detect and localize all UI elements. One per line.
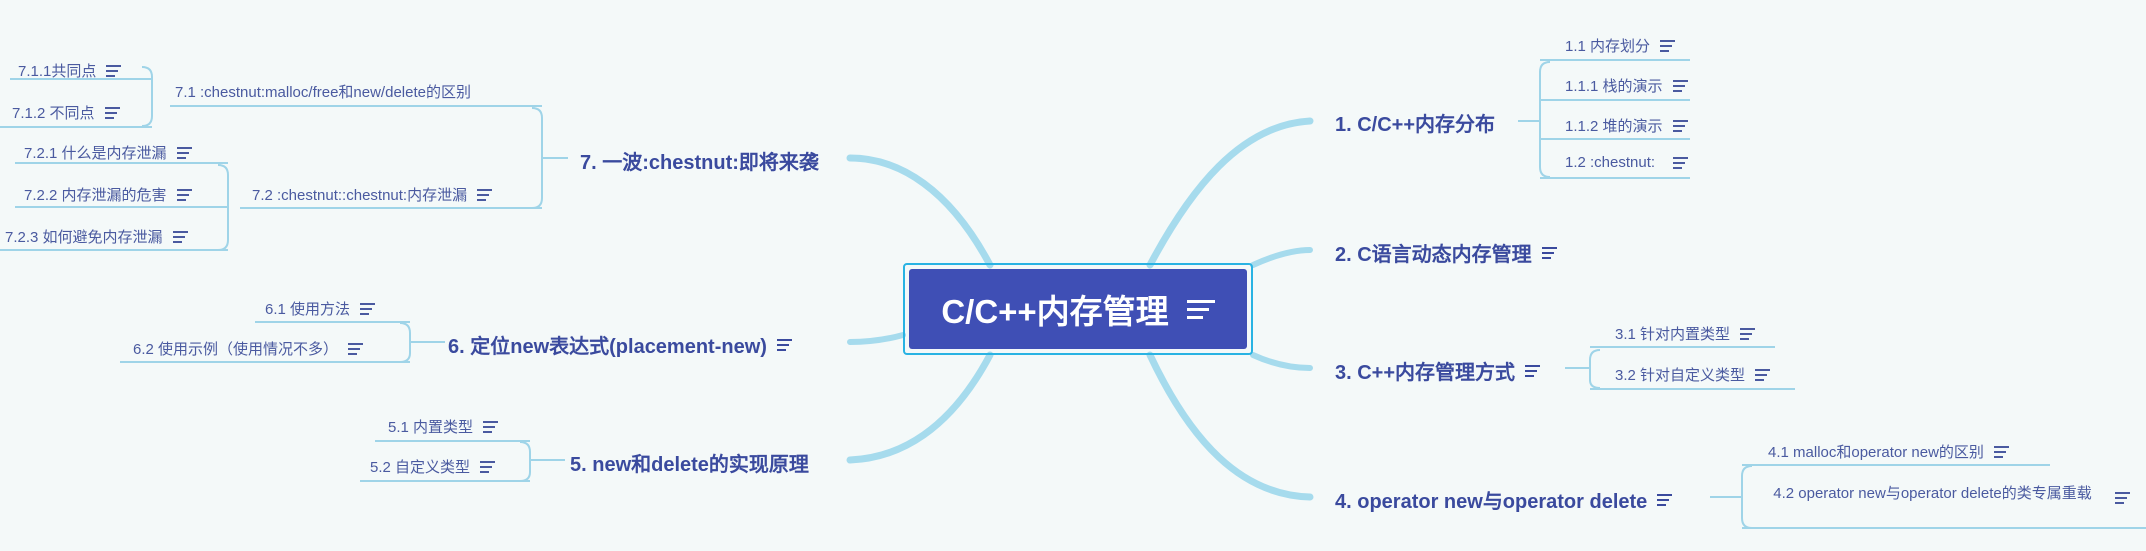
- notes-icon[interactable]: [1673, 156, 1689, 169]
- branch-6-child-2-label: 6.2 使用示例（使用情况不多）: [133, 341, 339, 358]
- branch-7-topic[interactable]: 7. 一波:chestnut:即将来袭: [580, 146, 819, 175]
- branch-7-1-child-1[interactable]: 7.1.1共同点: [18, 60, 122, 81]
- branch-7-2-child-3[interactable]: 7.2.3 如何避免内存泄漏: [5, 226, 188, 247]
- bracket-b6: [399, 322, 411, 363]
- central-topic-label: C/C++内存管理: [941, 293, 1169, 330]
- branch-3-label: 3. C++内存管理方式: [1335, 362, 1516, 384]
- link-b6: [847, 332, 906, 345]
- link-b5: [846, 351, 994, 464]
- branch-1-child-1[interactable]: 1.1 内存划分: [1565, 35, 1676, 56]
- link-b3: [1250, 352, 1313, 371]
- branch-1-child-2-label: 1.1.1 栈的演示: [1565, 78, 1663, 95]
- notes-icon[interactable]: [1657, 493, 1673, 506]
- notes-icon[interactable]: [348, 342, 364, 355]
- branch-3-child-1-label: 3.1 针对内置类型: [1615, 326, 1731, 343]
- notes-icon[interactable]: [106, 64, 122, 77]
- link-b7: [846, 154, 994, 269]
- notes-icon[interactable]: [176, 146, 192, 159]
- branch-2-topic[interactable]: 2. C语言动态内存管理: [1335, 238, 1557, 267]
- branch-7-2-child-2[interactable]: 7.2.2 内存泄漏的危害: [24, 184, 192, 205]
- branch-7-child-2[interactable]: 7.2 :chestnut::chestnut:内存泄漏: [252, 184, 493, 205]
- branch-3-topic[interactable]: 3. C++内存管理方式: [1335, 356, 1541, 385]
- branch-7-2-child-2-label: 7.2.2 内存泄漏的危害: [24, 187, 167, 204]
- bracket-b5: [519, 441, 531, 482]
- branch-7-2-child-3-label: 7.2.3 如何避免内存泄漏: [5, 229, 163, 246]
- branch-1-child-4[interactable]: 1.2 :chestnut:: [1565, 154, 1689, 171]
- notes-icon[interactable]: [1525, 364, 1541, 377]
- notes-icon[interactable]: [104, 106, 120, 119]
- branch-7-child-1-label: 7.1 :chestnut:malloc/free和new/delete的区别: [175, 84, 471, 101]
- branch-3-child-2-label: 3.2 针对自定义类型: [1615, 367, 1746, 384]
- notes-icon[interactable]: [1541, 246, 1557, 259]
- branch-5-child-2-label: 5.2 自定义类型: [370, 459, 471, 476]
- notes-icon[interactable]: [477, 188, 493, 201]
- notes-icon[interactable]: [483, 420, 499, 433]
- notes-icon[interactable]: [1672, 79, 1688, 92]
- branch-5-child-1-label: 5.1 内置类型: [388, 419, 474, 436]
- notes-icon[interactable]: [1740, 327, 1756, 340]
- branch-4-child-1-label: 4.1 malloc和operator new的区别: [1768, 444, 1984, 461]
- notes-icon[interactable]: [360, 302, 376, 315]
- bracket-b7-0: [141, 66, 153, 127]
- notes-icon[interactable]: [1993, 445, 2009, 458]
- notes-icon[interactable]: [1186, 299, 1215, 319]
- branch-2-label: 2. C语言动态内存管理: [1335, 244, 1532, 266]
- branch-7-child-2-label: 7.2 :chestnut::chestnut:内存泄漏: [252, 187, 468, 204]
- branch-7-1-child-2-label: 7.1.2 不同点: [12, 105, 95, 122]
- branch-1-label: 1. C/C++内存分布: [1335, 114, 1496, 136]
- branch-4-child-2-label: 4.2 operator new与operator delete的类专属重载: [1773, 485, 2092, 502]
- bracket-b4: [1741, 465, 1753, 529]
- notes-icon[interactable]: [776, 338, 792, 351]
- branch-7-2-child-1[interactable]: 7.2.1 什么是内存泄漏: [24, 142, 192, 163]
- central-topic-box: C/C++内存管理: [909, 269, 1247, 349]
- notes-icon[interactable]: [480, 460, 496, 473]
- notes-icon[interactable]: [1672, 119, 1688, 132]
- notes-icon[interactable]: [1660, 39, 1676, 52]
- notes-icon[interactable]: [172, 230, 188, 243]
- branch-6-child-2[interactable]: 6.2 使用示例（使用情况不多）: [133, 338, 364, 359]
- branch-5-child-2[interactable]: 5.2 自定义类型: [370, 456, 496, 477]
- branch-6-child-1-label: 6.1 使用方法: [265, 301, 351, 318]
- branch-5-label: 5. new和delete的实现原理: [570, 454, 809, 476]
- branch-7-label: 7. 一波:chestnut:即将来袭: [580, 152, 819, 174]
- bracket-b1: [1539, 61, 1551, 178]
- branch-3-child-2[interactable]: 3.2 针对自定义类型: [1615, 364, 1771, 385]
- branch-6-label: 6. 定位new表达式(placement-new): [448, 336, 767, 358]
- branch-7-1-child-2[interactable]: 7.1.2 不同点: [12, 102, 120, 123]
- branch-4-child-1[interactable]: 4.1 malloc和operator new的区别: [1768, 441, 2009, 462]
- notes-icon[interactable]: [2115, 492, 2130, 504]
- branch-6-child-1[interactable]: 6.1 使用方法: [265, 298, 376, 319]
- link-b4: [1146, 351, 1314, 501]
- branch-7-child-1[interactable]: 7.1 :chestnut:malloc/free和new/delete的区别: [175, 81, 471, 102]
- branch-1-topic[interactable]: 1. C/C++内存分布: [1335, 108, 1495, 137]
- branch-5-child-1[interactable]: 5.1 内置类型: [388, 416, 499, 437]
- bracket-b3: [1589, 349, 1601, 389]
- link-b2: [1250, 247, 1313, 268]
- bracket-b7: [531, 107, 543, 209]
- notes-icon[interactable]: [176, 188, 192, 201]
- central-topic[interactable]: C/C++内存管理: [903, 263, 1253, 355]
- branch-4-topic[interactable]: 4. operator new与operator delete: [1335, 485, 1673, 514]
- branch-1-child-2[interactable]: 1.1.1 栈的演示: [1565, 75, 1688, 96]
- branch-3-child-1[interactable]: 3.1 针对内置类型: [1615, 323, 1756, 344]
- branch-1-child-3[interactable]: 1.1.2 堆的演示: [1565, 115, 1688, 136]
- branch-1-child-1-label: 1.1 内存划分: [1565, 38, 1651, 55]
- link-b1: [1146, 117, 1314, 269]
- branch-1-child-4-label: 1.2 :chestnut:: [1565, 154, 1656, 171]
- branch-7-1-child-1-label: 7.1.1共同点: [18, 63, 97, 80]
- branch-6-topic[interactable]: 6. 定位new表达式(placement-new): [448, 330, 792, 359]
- notes-icon[interactable]: [1755, 368, 1771, 381]
- branch-7-2-child-1-label: 7.2.1 什么是内存泄漏: [24, 145, 167, 162]
- branch-5-topic[interactable]: 5. new和delete的实现原理: [570, 448, 809, 477]
- branch-4-label: 4. operator new与operator delete: [1335, 491, 1648, 513]
- branch-1-child-3-label: 1.1.2 堆的演示: [1565, 118, 1663, 135]
- branch-4-child-2[interactable]: 4.2 operator new与operator delete的类专属重载: [1760, 483, 2130, 504]
